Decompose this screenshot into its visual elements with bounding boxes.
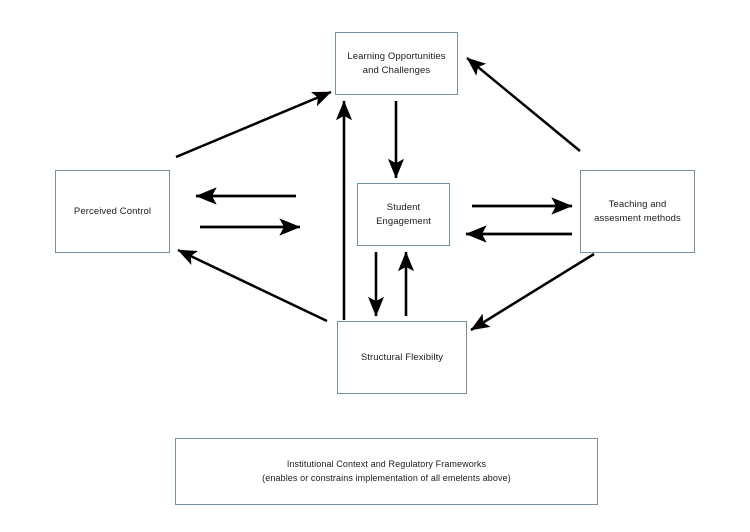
node-student-engagement-label: Student Engagement: [376, 201, 431, 227]
node-structural-flexibility[interactable]: Structural Flexibilty: [337, 321, 467, 394]
edge-perceived-to-learning: [175, 90, 332, 159]
node-structural-flexibility-label: Structural Flexibilty: [360, 351, 444, 363]
node-institutional-context[interactable]: Institutional Context and Regulatory Fra…: [175, 438, 598, 505]
node-perceived-control[interactable]: Perceived Control: [55, 170, 170, 253]
edge-teaching-to-learning: [466, 57, 581, 152]
node-teaching-assessment-methods[interactable]: Teaching and assesment methods: [580, 170, 695, 253]
edge-structural-to-perceived: [177, 248, 328, 323]
node-perceived-control-label: Perceived Control: [73, 205, 152, 217]
edge-teaching-to-structural: [470, 252, 595, 332]
node-learning-opportunities[interactable]: Learning Opportunities and Challenges: [335, 32, 458, 95]
node-learning-opportunities-label: Learning Opportunities and Challenges: [347, 50, 446, 76]
node-student-engagement[interactable]: Student Engagement: [357, 183, 450, 246]
node-teaching-assessment-methods-label: Teaching and assesment methods: [594, 198, 681, 224]
node-institutional-context-label: Institutional Context and Regulatory Fra…: [262, 459, 511, 483]
